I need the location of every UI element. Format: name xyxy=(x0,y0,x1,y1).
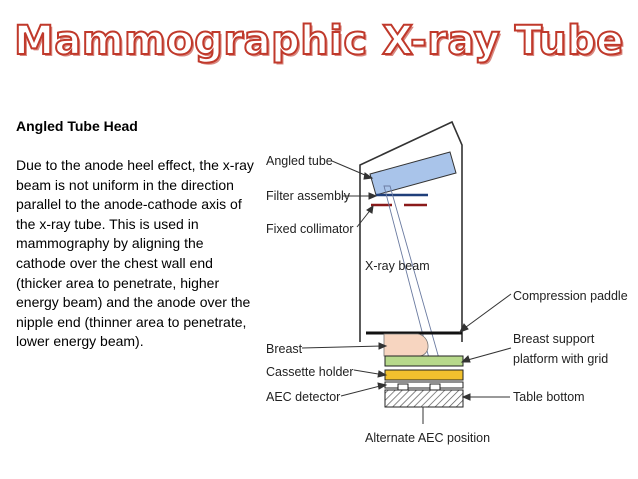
label-breast: Breast xyxy=(266,342,303,356)
cassette-holder-bar xyxy=(384,369,464,381)
label-cassette-holder: Cassette holder xyxy=(266,365,354,379)
page-title: Mammographic X-ray Tube xyxy=(13,17,624,65)
breast-support-platform xyxy=(384,355,464,367)
label-aec-detector: AEC detector xyxy=(266,390,340,404)
label-filter-assembly: Filter assembly xyxy=(266,189,351,203)
aec-detector-cell-left xyxy=(397,383,409,391)
label-xray-beam: X-ray beam xyxy=(365,259,430,273)
label-angled-tube: Angled tube xyxy=(266,154,333,168)
label-alternate-aec: Alternate AEC position xyxy=(365,431,490,445)
aec-detector-area xyxy=(384,381,464,389)
aec-detector-cell-right xyxy=(429,383,441,391)
body-paragraph: Due to the anode heel effect, the x-ray … xyxy=(16,157,254,350)
label-table-bottom: Table bottom xyxy=(513,390,585,404)
label-breast-support-1: Breast support xyxy=(513,332,595,346)
section-heading: Angled Tube Head xyxy=(16,118,138,134)
xray-tube xyxy=(369,151,457,196)
breast-shape xyxy=(383,333,429,357)
table-bottom-block xyxy=(384,389,464,408)
label-compression-paddle: Compression paddle xyxy=(513,289,628,303)
label-breast-support-2: platform with grid xyxy=(513,352,608,366)
label-fixed-collimator: Fixed collimator xyxy=(266,222,354,236)
leader-lines xyxy=(301,160,512,401)
